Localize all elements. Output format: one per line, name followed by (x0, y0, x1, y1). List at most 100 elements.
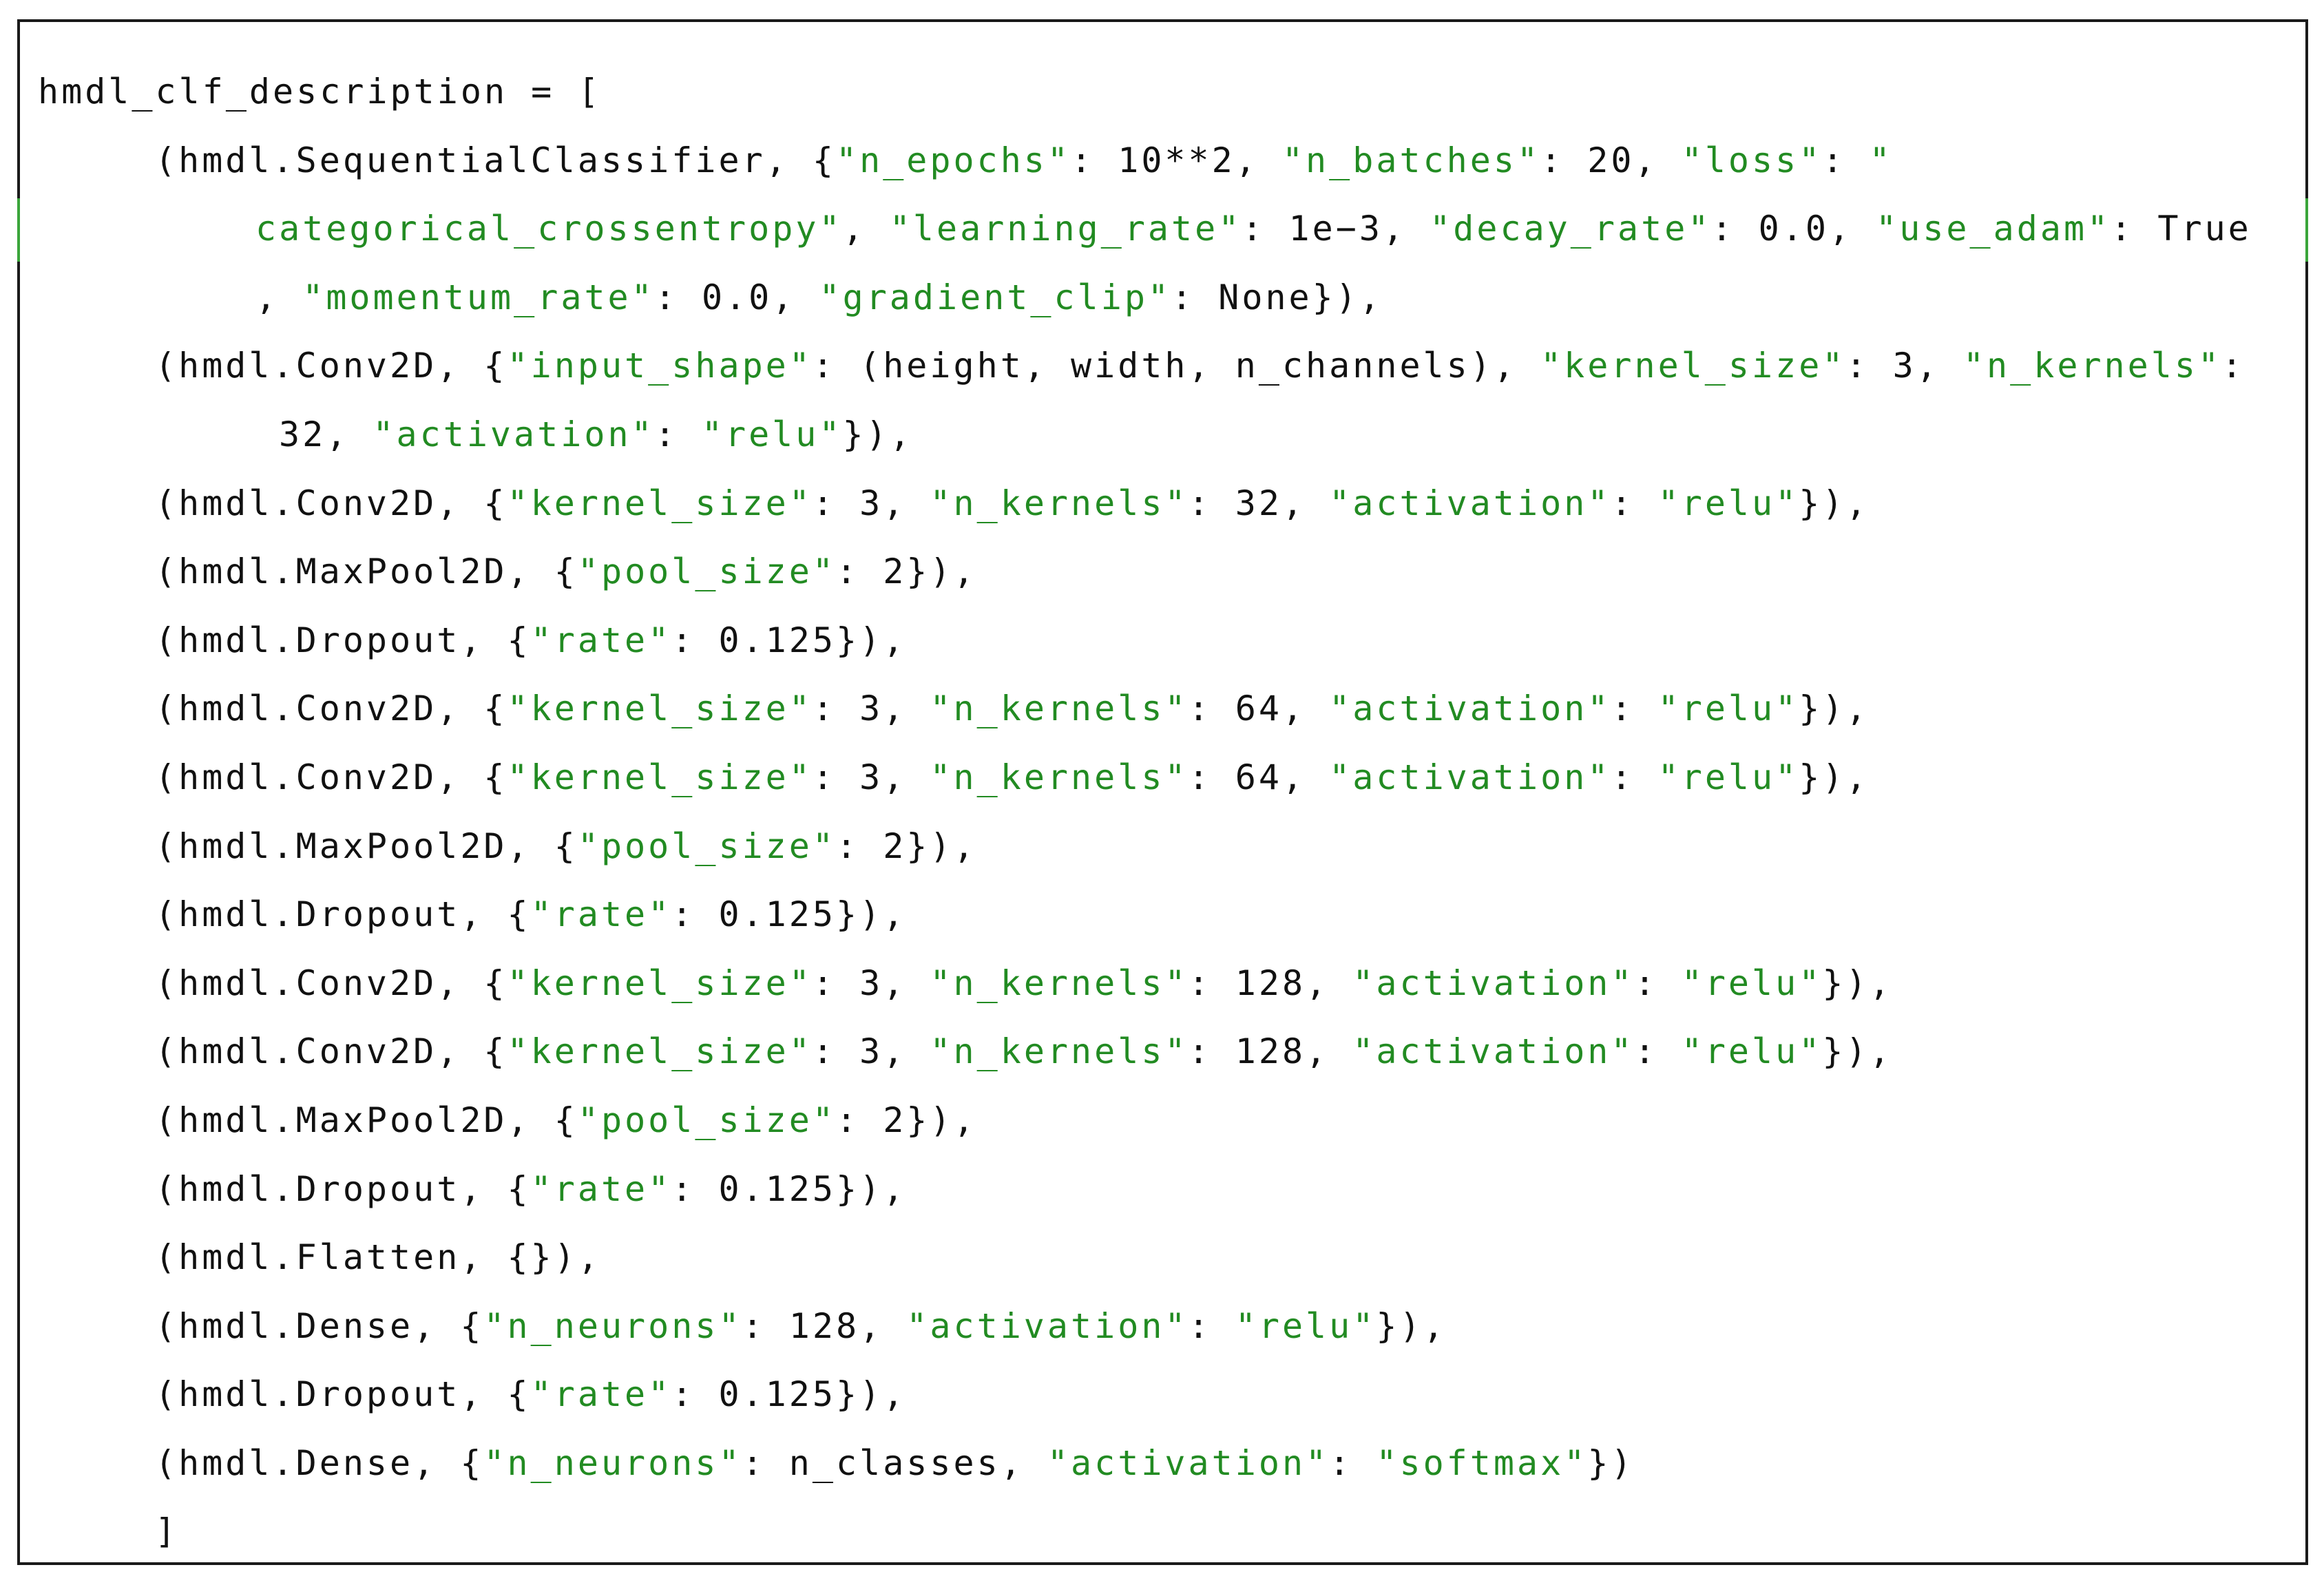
string-token: "rate" (530, 894, 672, 935)
code-token: }), (1376, 1305, 1447, 1346)
code-line: hmdl_clf_description = [ (38, 58, 2252, 127)
code-token: (hmdl.Dropout, { (155, 1374, 531, 1415)
code-token: : 0.125}), (671, 1374, 907, 1415)
string-token: "rate" (530, 620, 672, 660)
code-line: (hmdl.Dropout, {"rate": 0.125}), (38, 607, 2252, 675)
code-token: : 2}), (836, 1100, 977, 1140)
code-token: : (1634, 1031, 1682, 1072)
code-token: : 32, (1188, 483, 1330, 523)
string-token: "relu" (1681, 1031, 1823, 1072)
code-token: (hmdl.Flatten, {}), (155, 1237, 601, 1278)
string-token: "learning_rate" (889, 209, 1242, 249)
string-token: "n_kernels" (930, 483, 1189, 523)
code-token: : 0.125}), (671, 620, 907, 660)
code-line: (hmdl.MaxPool2D, {"pool_size": 2}), (38, 1087, 2252, 1155)
code-token: : None}), (1171, 277, 1383, 317)
string-token: "activation" (906, 1305, 1189, 1346)
code-token: hmdl_clf_description = [ (38, 72, 602, 112)
code-token: : (1634, 963, 1682, 1003)
code-token: : 128, (1188, 1031, 1353, 1072)
string-token: "pool_size" (577, 826, 836, 866)
code-token: : 2}), (836, 826, 977, 866)
string-token: "rate" (530, 1168, 672, 1209)
code-token: : 10**2, (1071, 140, 1282, 180)
string-token: "kernel_size" (507, 483, 813, 523)
string-token: "n_kernels" (930, 689, 1189, 729)
code-token: : True (2111, 209, 2252, 249)
string-token: "relu" (1681, 963, 1823, 1003)
code-line: 32, "activation": "relu"}), (38, 401, 2252, 470)
code-token: : 3, (812, 963, 930, 1003)
code-token: : 128, (742, 1305, 907, 1346)
code-token: (hmdl.Conv2D, { (155, 757, 507, 797)
code-line: (hmdl.Dropout, {"rate": 0.125}), (38, 1155, 2252, 1224)
string-token: "kernel_size" (507, 963, 813, 1003)
code-token: : (1611, 689, 1658, 729)
code-token: }), (1799, 757, 1870, 797)
code-line: (hmdl.Conv2D, {"kernel_size": 3, "n_kern… (38, 744, 2252, 812)
string-token: "activation" (1352, 1031, 1635, 1072)
code-token: (hmdl.SequentialClassifier, { (155, 140, 836, 180)
code-line: categorical_crossentropy", "learning_rat… (38, 195, 2252, 264)
code-line: (hmdl.Dropout, {"rate": 0.125}), (38, 1361, 2252, 1429)
code-token: (hmdl.Dropout, { (155, 620, 531, 660)
code-token: : 128, (1188, 963, 1353, 1003)
code-listing-frame: hmdl_clf_description = [ (hmdl.Sequential… (17, 19, 2308, 1565)
code-token: : (1611, 483, 1658, 523)
code-token: : 3, (1845, 346, 1963, 386)
string-token: "use_adam" (1876, 209, 2111, 249)
string-token: "activation" (1352, 963, 1635, 1003)
code-line: (hmdl.SequentialClassifier, {"n_epochs":… (38, 127, 2252, 196)
code-line: (hmdl.Conv2D, {"kernel_size": 3, "n_kern… (38, 675, 2252, 744)
string-token: "decay_rate" (1430, 209, 1712, 249)
code-token: }), (1822, 963, 1893, 1003)
string-token: "pool_size" (577, 552, 836, 592)
string-token: "relu" (1235, 1305, 1376, 1346)
string-token: "n_neurons" (483, 1305, 742, 1346)
code-token: , (255, 277, 303, 317)
code-line: (hmdl.Dense, {"n_neurons": n_classes, "a… (38, 1429, 2252, 1498)
code-token: : (height, width, n_channels), (812, 346, 1541, 386)
string-token: "activation" (1047, 1442, 1330, 1483)
code-line: ] (38, 1498, 2252, 1566)
string-token: "n_kernels" (930, 1031, 1189, 1072)
code-token: : 0.125}), (671, 894, 907, 935)
code-line: (hmdl.MaxPool2D, {"pool_size": 2}), (38, 812, 2252, 881)
code-token: : n_classes, (742, 1442, 1047, 1483)
code-token: }), (1822, 1031, 1893, 1072)
code-token: : 1e−3, (1242, 209, 1430, 249)
code-line: (hmdl.Conv2D, {"kernel_size": 3, "n_kern… (38, 949, 2252, 1018)
code-token: , (842, 209, 890, 249)
string-token: "n_kernels" (1962, 346, 2222, 386)
string-token: "kernel_size" (507, 689, 813, 729)
code-line: (hmdl.Conv2D, {"kernel_size": 3, "n_kern… (38, 1018, 2252, 1087)
string-token: "n_epochs" (835, 140, 1071, 180)
string-token: "relu" (1657, 483, 1799, 523)
code-token: (hmdl.Conv2D, { (155, 689, 507, 729)
code-token: : (1188, 1305, 1235, 1346)
code-token: : 3, (812, 689, 930, 729)
code-token: }), (1799, 689, 1870, 729)
code-token: (hmdl.Conv2D, { (155, 483, 507, 523)
code-token: : 2}), (836, 552, 977, 592)
code-line: , "momentum_rate": 0.0, "gradient_clip":… (38, 264, 2252, 333)
code-line: (hmdl.Conv2D, {"kernel_size": 3, "n_kern… (38, 470, 2252, 538)
string-token: "relu" (701, 414, 843, 454)
code-token: : (654, 414, 702, 454)
string-token: "activation" (1329, 689, 1611, 729)
code-token: }), (842, 414, 913, 454)
code-token: (hmdl.MaxPool2D, { (155, 826, 578, 866)
code-token: : 3, (812, 757, 930, 797)
code-token: : (2221, 346, 2246, 386)
code-token: : (1822, 140, 1870, 180)
string-token: "pool_size" (577, 1100, 836, 1140)
string-token: "gradient_clip" (819, 277, 1172, 317)
code-token: : 64, (1188, 689, 1330, 729)
code-block: hmdl_clf_description = [ (hmdl.Sequential… (38, 58, 2252, 1566)
code-line: (hmdl.Conv2D, {"input_shape": (height, w… (38, 332, 2252, 401)
code-token: : (1329, 1442, 1376, 1483)
code-token: (hmdl.Conv2D, { (155, 1031, 507, 1072)
string-token: "kernel_size" (1540, 346, 1846, 386)
code-token: (hmdl.Conv2D, { (155, 346, 507, 386)
code-token: (hmdl.Dropout, { (155, 894, 531, 935)
